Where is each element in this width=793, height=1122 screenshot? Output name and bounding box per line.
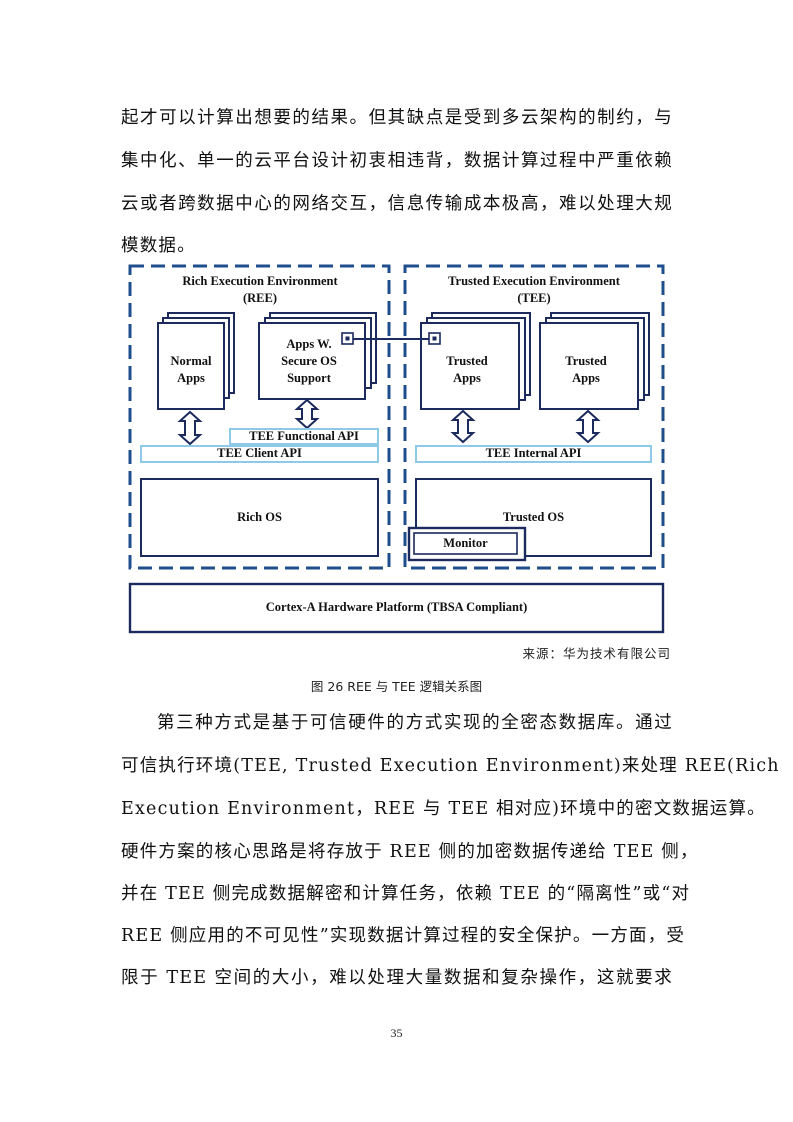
tee-region [403,264,665,570]
tee-internal-api-label: TEE Internal API [485,446,582,460]
rich-os-label: Rich OS [237,510,282,524]
monitor-box-inner [413,532,518,555]
paragraph-line: 第三种方式是基于可信硬件的方式实现的全密态数据库。通过 [157,713,673,733]
figure-source: 来源：华为技术有限公司 [522,646,671,661]
tee-internal-api-bar [415,445,652,463]
tee-title: Trusted Execution Environment(TEE) [448,274,620,305]
tee-functional-api-label: TEE Functional API [249,429,359,443]
paragraph-line: 模数据。 [121,236,196,256]
tee-client-api-bar [140,445,379,463]
double-arrow-icon [575,409,601,444]
trusted-apps-b-stack [539,312,650,410]
double-arrow-icon [294,398,320,430]
paragraph-line: 限于 TEE 空间的大小，难以处理大量数据和复杂操作，这就要求 [121,968,673,988]
hardware-platform-box [128,582,665,634]
normal-apps-stack [157,312,235,410]
trusted-apps-a-stack [420,312,531,410]
paragraph-line: 集中化、单一的云平台设计初衷相违背，数据计算过程中严重依赖 [121,151,673,171]
trusted-os-label: Trusted OS [502,510,565,524]
page-number: 35 [390,1026,403,1040]
tee-functional-api-bar [229,428,379,445]
paragraph-line: 硬件方案的核心思路是将存放于 REE 侧的加密数据传递给 TEE 侧， [121,842,699,862]
ree-title: Rich Execution Environment(REE) [182,274,338,305]
hardware-platform-label: Cortex-A Hardware Platform (TBSA Complia… [265,600,528,614]
paragraph-line: Execution Environment，REE 与 TEE 相对应)环境中的… [121,799,766,819]
monitor-label: Monitor [443,536,488,550]
paragraph-line: 可信执行环境(TEE, Trusted Execution Environmen… [121,756,780,776]
double-arrow-icon [450,409,476,444]
tee-client-api-label: TEE Client API [217,446,302,460]
ree-region [128,264,391,570]
double-arrow-icon [177,410,203,446]
paragraph-line: 起才可以计算出想要的结果。但其缺点是受到多云架构的制约，与 [121,108,673,128]
paragraph-line: REE 侧应用的不可见性”实现数据计算过程的安全保护。一方面，受 [121,926,686,946]
figure-caption: 图 26 REE 与 TEE 逻辑关系图 [310,679,483,694]
paragraph-line: 云或者跨数据中心的网络交互，信息传输成本极高，难以处理大规 [121,194,673,214]
paragraph-line: 并在 TEE 侧完成数据解密和计算任务，依赖 TEE 的“隔离性”或“对 [121,884,691,904]
rich-os-box [140,478,379,557]
